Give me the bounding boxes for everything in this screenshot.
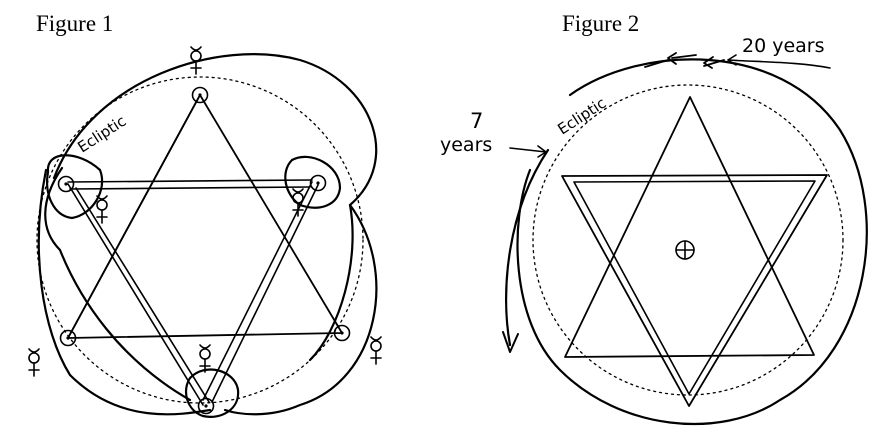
ecliptic-label-1: Ecliptic xyxy=(74,112,129,156)
mercury-icon xyxy=(199,344,211,373)
arrow-left-icon xyxy=(667,52,677,65)
motion-arc-7-years xyxy=(505,148,550,347)
mercury-icon xyxy=(190,46,202,75)
sun-icon xyxy=(191,86,209,104)
retrograde-loop-bottom xyxy=(185,368,240,418)
pointer-line xyxy=(727,59,831,69)
interval-inner-unit: years xyxy=(440,134,492,156)
figure-2: Figure 2 Ecliptic 20 years 7 years xyxy=(440,11,868,426)
sun-icon xyxy=(309,174,327,192)
orbit-arc-inner-left xyxy=(44,166,192,402)
interval-inner-number: 7 xyxy=(470,109,483,133)
arrow-head-down-icon xyxy=(502,331,519,353)
hexagram-triangle-down-2-inner xyxy=(573,180,816,395)
hexagram-triangle-down-1 xyxy=(67,179,319,406)
orbit-arc-top xyxy=(52,53,378,362)
hexagram-triangle-down-2-outer xyxy=(561,174,828,407)
mercury-icon xyxy=(370,336,382,365)
motion-tick xyxy=(644,59,669,68)
mercury-icon xyxy=(96,195,108,224)
hexagram-edge xyxy=(67,94,201,339)
arrow-left-icon xyxy=(727,54,737,66)
earth-icon xyxy=(675,240,695,260)
figure-2-title: Figure 2 xyxy=(562,11,639,36)
figure-1-title: Figure 1 xyxy=(36,11,113,36)
figure-1: Figure 1 Ecliptic xyxy=(28,11,382,418)
arrow-left-icon xyxy=(703,56,714,69)
mercury-icon xyxy=(28,348,40,377)
mercury-icon xyxy=(292,188,304,217)
orbit-arc-right xyxy=(223,203,378,416)
interval-outer-label: 20 years xyxy=(742,35,825,57)
ecliptic-circle-1 xyxy=(36,76,364,404)
ecliptic-circle-2 xyxy=(532,84,844,396)
orbit-arc-left xyxy=(37,168,212,416)
retrograde-loop-right xyxy=(284,155,342,209)
ecliptic-label-2: Ecliptic xyxy=(554,94,609,138)
sun-icon xyxy=(57,175,75,193)
hexagram-triangle-up-2 xyxy=(564,96,815,358)
outer-orbit-2 xyxy=(516,58,868,426)
motion-tick xyxy=(671,54,697,59)
arrow-right-icon xyxy=(537,145,547,158)
pointer-line xyxy=(509,147,547,153)
